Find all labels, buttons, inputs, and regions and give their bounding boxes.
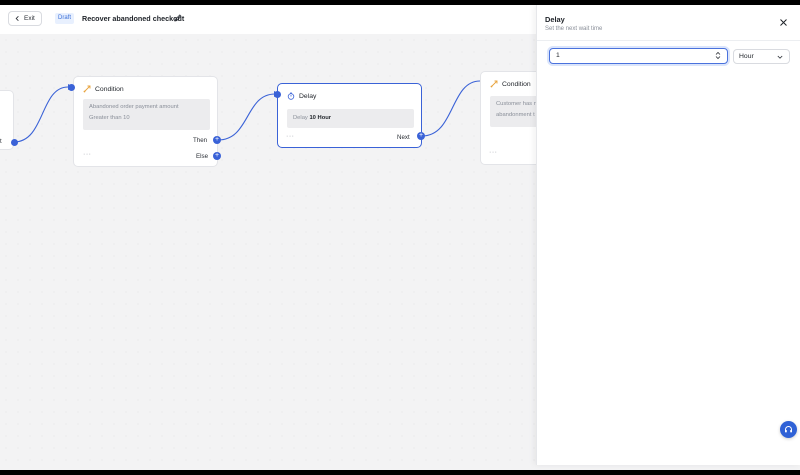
delay-prefix: Delay [293, 115, 308, 121]
next-add-button[interactable]: + [417, 132, 425, 140]
previous-node-port[interactable] [11, 139, 18, 146]
delay-node[interactable]: Delay Delay 10 Hour ··· Next [277, 83, 422, 148]
pencil-icon[interactable] [173, 13, 183, 23]
condition-node-2-header: Condition [490, 80, 531, 88]
else-add-button[interactable]: + [213, 152, 221, 160]
exit-label: Exit [24, 15, 35, 22]
delay-node-header: Delay [287, 92, 316, 100]
exit-button[interactable]: Exit [8, 11, 42, 26]
connector-next-condition [421, 80, 481, 137]
draft-badge: Draft [55, 13, 75, 24]
previous-node-port-label: t [0, 138, 2, 145]
condition-node-1-header: Condition [83, 85, 124, 93]
then-add-button[interactable]: + [213, 136, 221, 144]
delay-amount-value: 1 [556, 52, 560, 59]
panel-subtitle: Set the next wait time [545, 26, 603, 32]
delay-node-title: Delay [299, 92, 317, 100]
condition-rule-line-2: Greater than 10 [89, 115, 130, 121]
delay-node-more[interactable]: ··· [286, 133, 295, 140]
timer-icon [287, 92, 295, 100]
stepper-icon[interactable] [715, 51, 721, 60]
then-label: Then [193, 137, 208, 144]
else-label: Else [196, 153, 209, 160]
delay-node-summary: Delay 10 Hour [287, 109, 414, 128]
delay-value: 10 Hour [309, 115, 332, 121]
condition-branch-icon [83, 85, 91, 93]
condition-rule-line-1: Abandoned order payment amount [89, 104, 179, 110]
flow-title: Recover abandoned checkout [82, 14, 185, 23]
headset-icon [785, 426, 792, 433]
support-chat-button[interactable] [780, 421, 797, 438]
condition-branch-icon [490, 80, 498, 88]
delay-node-input-port[interactable] [274, 91, 281, 98]
condition-node-1[interactable]: Condition Abandoned order payment amount… [73, 76, 218, 167]
condition-node-2-title: Condition [502, 80, 531, 88]
chevron-left-icon [15, 16, 19, 21]
delay-unit-select[interactable]: Hour [733, 49, 790, 64]
condition-node-2-more[interactable]: ··· [489, 149, 498, 156]
panel-title: Delay [545, 15, 565, 24]
connector-start-condition [13, 86, 69, 143]
close-icon[interactable] [779, 18, 788, 27]
previous-node-partial[interactable] [0, 90, 14, 150]
condition-node-1-more[interactable]: ··· [83, 151, 92, 158]
next-label: Next [397, 134, 410, 141]
delay-unit-value: Hour [739, 53, 754, 60]
condition-node-1-title: Condition [95, 85, 124, 93]
delay-settings-panel: Delay Set the next wait time 1 Hour [536, 5, 800, 465]
condition-2-rule-line-1: Customer has n [496, 101, 537, 107]
condition-node-1-input-port[interactable] [68, 84, 75, 91]
delay-amount-input[interactable]: 1 [549, 48, 728, 64]
panel-divider [537, 40, 800, 41]
connector-then-delay [217, 93, 276, 141]
chevron-down-icon [777, 55, 783, 59]
condition-node-1-rule: Abandoned order payment amount Greater t… [83, 99, 210, 130]
condition-2-rule-line-2: abandonment t [496, 112, 535, 118]
